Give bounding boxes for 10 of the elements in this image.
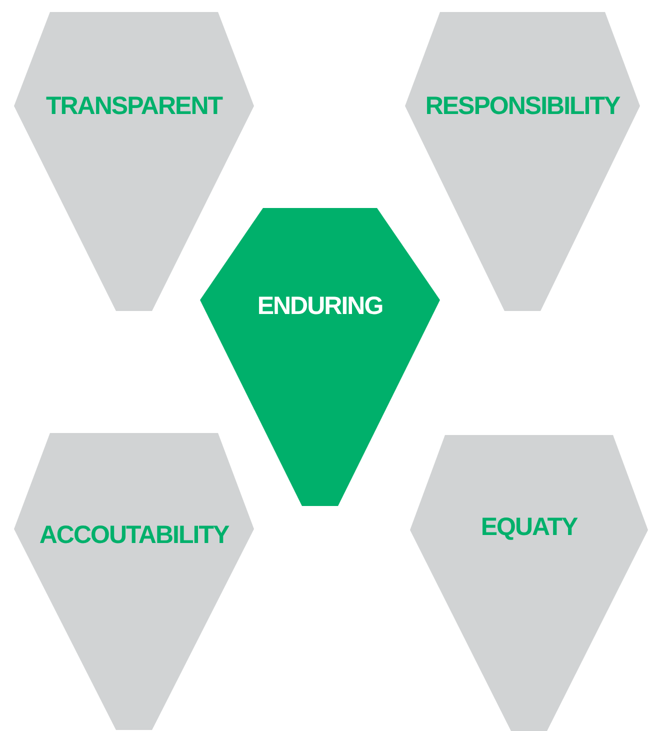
gem-label: ACCOUTABILITY: [39, 523, 229, 548]
gem-label: TRANSPARENT: [46, 94, 222, 119]
gem-shape: [410, 435, 648, 731]
gem-shape: [14, 12, 254, 311]
gem-label: ENDURING: [257, 294, 383, 319]
gem-label: RESPONSIBILITY: [425, 94, 620, 119]
gem-label: EQUATY: [480, 515, 578, 540]
gem-shape: [14, 433, 254, 730]
gem-shape: [200, 208, 440, 506]
gem-shape: [405, 12, 640, 311]
